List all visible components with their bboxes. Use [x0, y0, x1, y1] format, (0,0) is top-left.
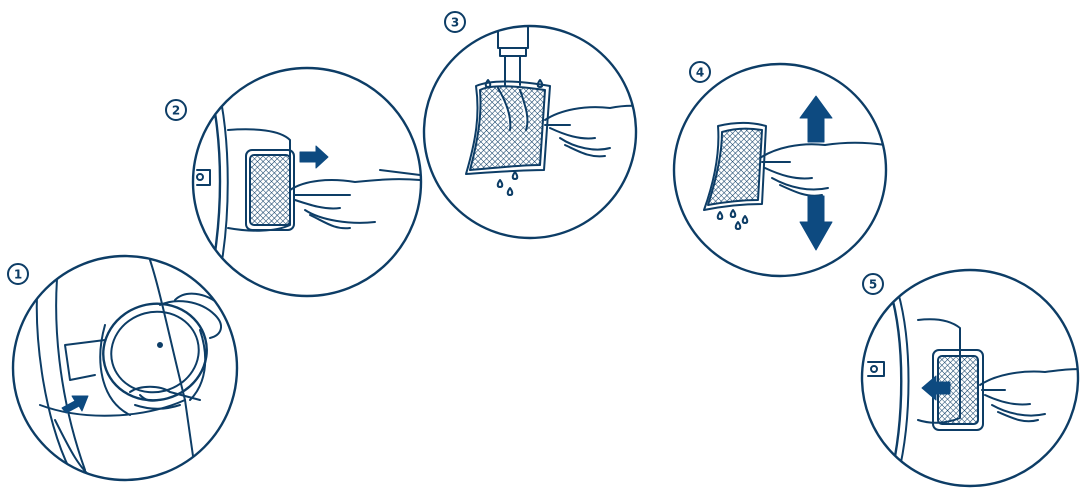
hand-icon	[760, 143, 885, 196]
step-3-number: 3	[451, 16, 459, 30]
step-1-badge: 1	[8, 264, 28, 284]
step-3-badge: 3	[445, 12, 465, 32]
hand-icon	[980, 369, 1083, 421]
step-4-frame	[674, 64, 886, 276]
step-5-badge: 5	[863, 274, 883, 294]
step-4-number: 4	[696, 66, 704, 80]
step-1-panel: 1	[8, 250, 237, 480]
step-5-panel: 5	[862, 270, 1083, 486]
water-drop-icon	[718, 210, 748, 229]
arrow-icon	[800, 96, 832, 250]
step-5-number: 5	[869, 278, 877, 292]
step-2-number: 2	[172, 104, 180, 118]
step-4-panel: 4	[674, 62, 886, 276]
step-2-badge: 2	[166, 100, 186, 120]
step-1-number: 1	[14, 268, 22, 282]
basket-icon	[92, 292, 217, 415]
mesh-filter-icon	[704, 123, 766, 210]
step-2-panel: 2	[166, 68, 421, 300]
step-4-badge: 4	[690, 62, 710, 82]
hand-icon	[290, 170, 420, 228]
arrow-icon	[300, 146, 328, 168]
mesh-filter-icon	[246, 150, 294, 230]
mesh-filter-icon	[466, 82, 550, 175]
step-3-panel: 3	[424, 12, 650, 238]
